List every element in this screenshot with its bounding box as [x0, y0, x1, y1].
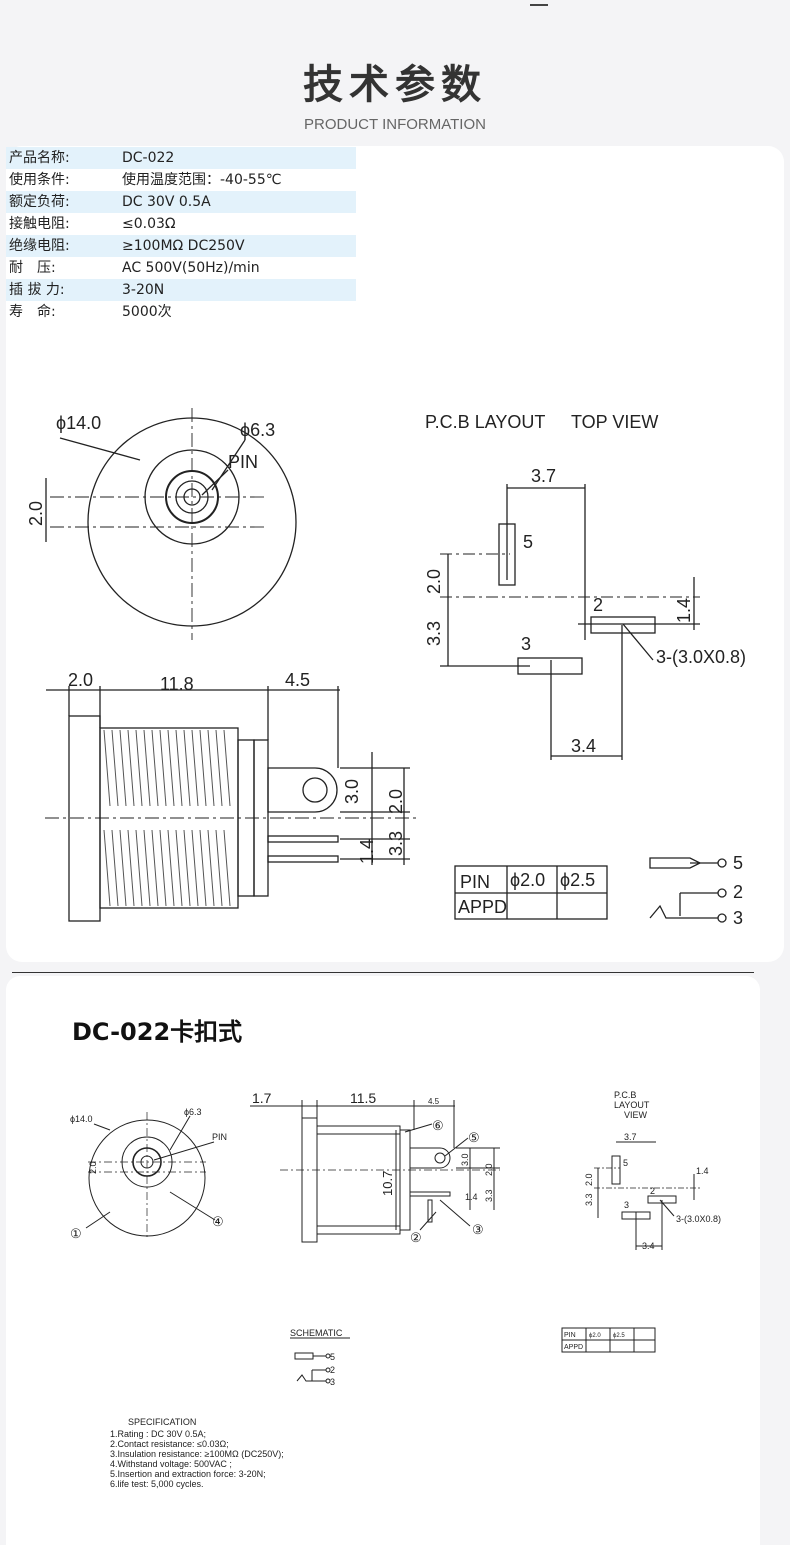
spec-row: 产品名称:DC-022 [6, 147, 356, 169]
v2-side-11-5: 11.5 [350, 1090, 376, 1106]
schematic-2: 2 [733, 882, 743, 902]
spec-line: 5.Insertion and extraction force: 3-20N; [110, 1469, 266, 1479]
v2-side-4-5: 4.5 [428, 1097, 440, 1106]
dim-3-3: 3.3 [424, 621, 444, 646]
v2-pcb-3: 3 [624, 1200, 629, 1210]
pad-5-label: 5 [523, 532, 533, 552]
section-title: 技术参数 [303, 62, 487, 108]
spec-row: 绝缘电阻:≥100MΩ DC250V [6, 235, 356, 257]
v2-callout-3: ③ [472, 1222, 484, 1237]
spec-row: 使用条件:使用温度范围：-40-55℃ [9, 172, 282, 188]
v2-sch-3: 3 [330, 1377, 335, 1387]
v2-sch-2: 2 [330, 1365, 335, 1375]
v2-pcb-1-4: 1.4 [696, 1166, 709, 1176]
section-subtitle: PRODUCT INFORMATION [304, 116, 486, 133]
v2-pcb-2: 2 [650, 1186, 655, 1196]
top-dash-mark [530, 4, 548, 6]
v2-pcb-view: VIEW [624, 1110, 648, 1120]
v2-table-appd: APPD [564, 1344, 583, 1351]
spec-line: 3.Insulation resistance: ≥100MΩ (DC250V)… [110, 1449, 284, 1459]
v2-offset: 2.0 [88, 1161, 98, 1174]
v2-callout-5: ⑤ [468, 1130, 480, 1145]
table-pin-header: PIN [460, 872, 490, 892]
side-dim-2-0: 2.0 [68, 670, 93, 690]
spec-row: 寿 命:5000次 [9, 304, 172, 320]
side-dim-11-8: 11.8 [160, 674, 194, 694]
spec-row: 额定负荷:DC 30V 0.5A [6, 191, 356, 213]
label-pin: PIN [228, 452, 258, 472]
v2-pin-label: PIN [212, 1132, 227, 1142]
spec-line: 4.Withstand voltage: 500VAC ; [110, 1459, 232, 1469]
spec-row: 插 拔 力:3-20N [6, 279, 356, 301]
side-dim-1-4: 1.4 [357, 839, 377, 864]
v2-pcb-slot: 3-(3.0X0.8) [676, 1214, 721, 1224]
spec-title: SPECIFICATION [128, 1417, 196, 1427]
v2-pcb-title: P.C.B [614, 1090, 636, 1100]
variant-card [6, 976, 760, 1545]
table-appd: APPD [458, 897, 507, 917]
v2-callout-1: ① [70, 1226, 82, 1241]
v2-side-3-0: 3.0 [460, 1153, 470, 1166]
side-dim-4-5: 4.5 [285, 670, 310, 690]
spec-line: 6.life test: 5,000 cycles. [110, 1479, 204, 1489]
v2-callout-2: ② [410, 1230, 422, 1245]
v2-pcb-5: 5 [623, 1158, 628, 1168]
dim-3-4: 3.4 [571, 736, 596, 756]
v2-sch-5: 5 [330, 1352, 335, 1362]
v2-pcb-3-4: 3.4 [642, 1241, 655, 1251]
pad-3-label: 3 [521, 634, 531, 654]
v2-side-1-4: 1.4 [465, 1192, 478, 1202]
section-divider [12, 972, 754, 973]
dim-3-7: 3.7 [531, 466, 556, 486]
v2-side-1-7: 1.7 [252, 1090, 272, 1106]
v2-pcb-layout: LAYOUT [614, 1100, 650, 1110]
v2-callout-4: ④ [212, 1214, 224, 1229]
v2-callout-6: ⑥ [432, 1118, 444, 1133]
side-dim-2-0b: 2.0 [386, 789, 406, 814]
v2-side-3-3: 3.3 [484, 1189, 494, 1202]
v2-table-2-0: ϕ2.0 [589, 1333, 601, 1339]
v2-dim-14: ϕ14.0 [70, 1114, 93, 1124]
v2-side-2-0: 2.0 [484, 1163, 494, 1176]
v2-pcb-2-0: 2.0 [584, 1173, 594, 1186]
slot-dim: 3-(3.0X0.8) [656, 647, 746, 667]
v2-side-10-7: 10.7 [380, 1171, 395, 1196]
table-phi-2-5: ϕ2.5 [560, 870, 595, 890]
technical-drawing-1: ϕ14.0 ϕ6.3 PIN 2.0 P.C.B LAYOUT TOP VIEW… [26, 408, 746, 928]
dim-1-4: 1.4 [674, 598, 694, 623]
v2-schematic-title: SCHEMATIC [290, 1328, 343, 1338]
pad-2-label: 2 [593, 595, 603, 615]
spec-line: 2.Contact resistance: ≤0.03Ω; [110, 1439, 229, 1449]
v2-dim-6-3: ϕ6.3 [184, 1107, 202, 1117]
spec-line: 1.Rating : DC 30V 0.5A; [110, 1429, 206, 1439]
table-phi-2-0: ϕ2.0 [510, 870, 545, 890]
schematic-5: 5 [733, 853, 743, 873]
spec-row: 接触电阻:≤0.03Ω [9, 216, 176, 232]
dim-inner-diameter: ϕ6.3 [240, 420, 275, 440]
dim-2-0: 2.0 [424, 569, 444, 594]
spec-row: 耐 压:AC 500V(50Hz)/min [9, 260, 260, 276]
side-dim-3-3: 3.3 [386, 831, 406, 856]
v2-pcb-3-7: 3.7 [624, 1132, 637, 1142]
dim-offset: 2.0 [26, 501, 46, 526]
schematic-3: 3 [733, 908, 743, 928]
dim-outer-diameter: ϕ14.0 [56, 413, 101, 433]
top-view-title: TOP VIEW [571, 412, 658, 432]
technical-drawing-2: ϕ14.0 ϕ6.3 PIN 2.0 ① ④ 1.7 11.5 4.5 10.7… [70, 1090, 721, 1489]
v2-table-pin: PIN [564, 1332, 576, 1339]
v2-table-2-5: ϕ2.5 [613, 1333, 625, 1339]
model-title: DC-022卡扣式 [72, 1018, 243, 1046]
pcb-layout-title: P.C.B LAYOUT [425, 412, 545, 432]
v2-pcb-3-3: 3.3 [584, 1193, 594, 1206]
side-dim-3-0: 3.0 [342, 779, 362, 804]
